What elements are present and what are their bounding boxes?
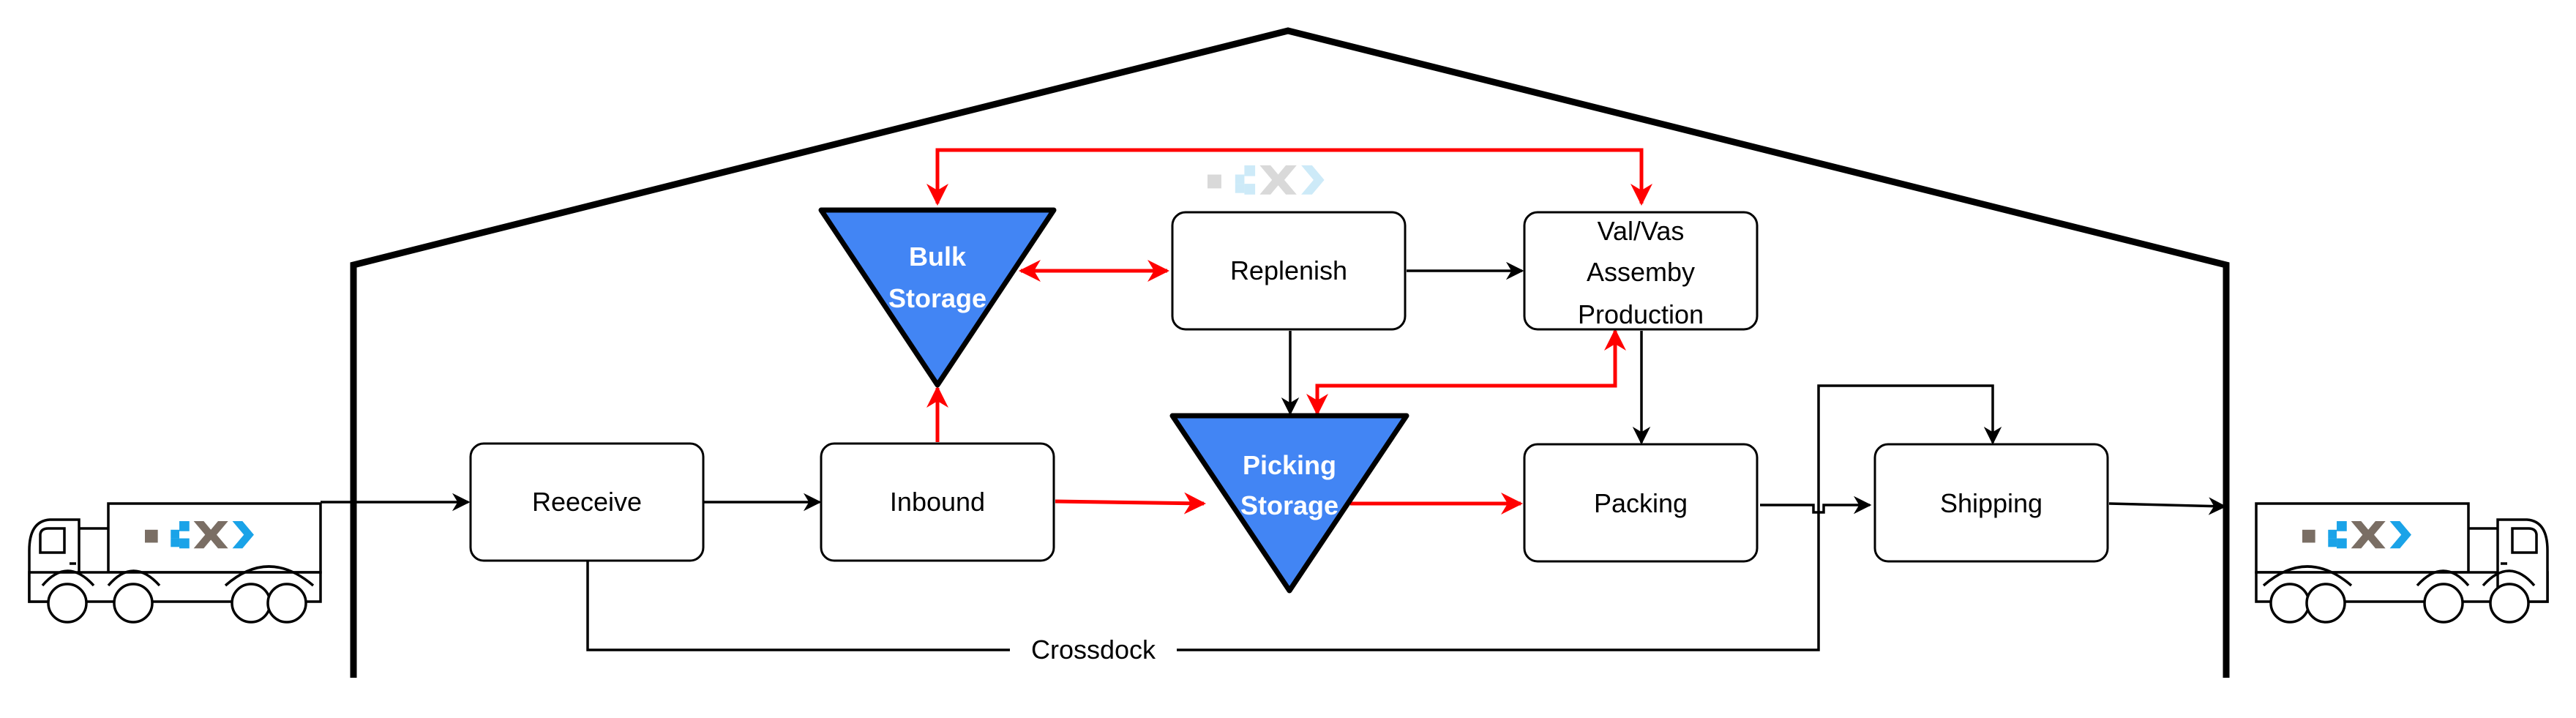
- node-receive-label: Reeceive: [532, 487, 642, 517]
- edge-bulk-valvas-loop: [926, 148, 1652, 206]
- node-receive[interactable]: Reeceive: [469, 442, 705, 562]
- node-picking-storage[interactable]: Picking Storage: [1169, 413, 1409, 594]
- node-val-vas-line-3: Production: [1578, 299, 1704, 329]
- node-shipping-label: Shipping: [1940, 488, 2043, 518]
- edge-shipping-to-truck: [2108, 497, 2227, 515]
- edge-inbound-to-picking: [1055, 492, 1206, 515]
- node-inbound-label: Inbound: [890, 487, 985, 517]
- black-edges: [321, 261, 2227, 651]
- node-picking-storage-line-1: Picking: [1243, 450, 1336, 480]
- node-val-vas-line-1: Val/Vas: [1598, 216, 1685, 246]
- node-val-vas[interactable]: Val/Vas Assemby Production: [1523, 211, 1759, 331]
- red-edges: [926, 148, 1652, 515]
- node-bulk-storage-line-2: Storage: [888, 283, 986, 313]
- node-replenish-label: Replenish: [1230, 255, 1347, 285]
- warehouse-outline: [350, 27, 2230, 678]
- crossdock-label: Crossdock: [1031, 635, 1156, 665]
- node-packing[interactable]: Packing: [1523, 443, 1759, 563]
- right-truck-icon: [2255, 502, 2549, 624]
- edge-picking-valvas: [1306, 329, 1626, 416]
- node-picking-storage-line-2: Storage: [1240, 490, 1338, 520]
- node-shipping[interactable]: Shipping: [1873, 443, 2109, 563]
- node-bulk-storage[interactable]: Bulk Storage: [818, 207, 1057, 388]
- node-packing-label: Packing: [1594, 488, 1688, 518]
- node-bulk-storage-line-1: Bulk: [909, 242, 967, 272]
- node-inbound[interactable]: Inbound: [820, 442, 1055, 562]
- edge-packing-to-shipping: [1760, 496, 1872, 515]
- node-val-vas-line-2: Assemby: [1587, 257, 1695, 287]
- left-truck-icon: [28, 502, 322, 624]
- company-logo-watermark: [1208, 165, 1325, 195]
- node-replenish[interactable]: Replenish: [1171, 211, 1407, 331]
- edge-crossdock: [586, 561, 1010, 651]
